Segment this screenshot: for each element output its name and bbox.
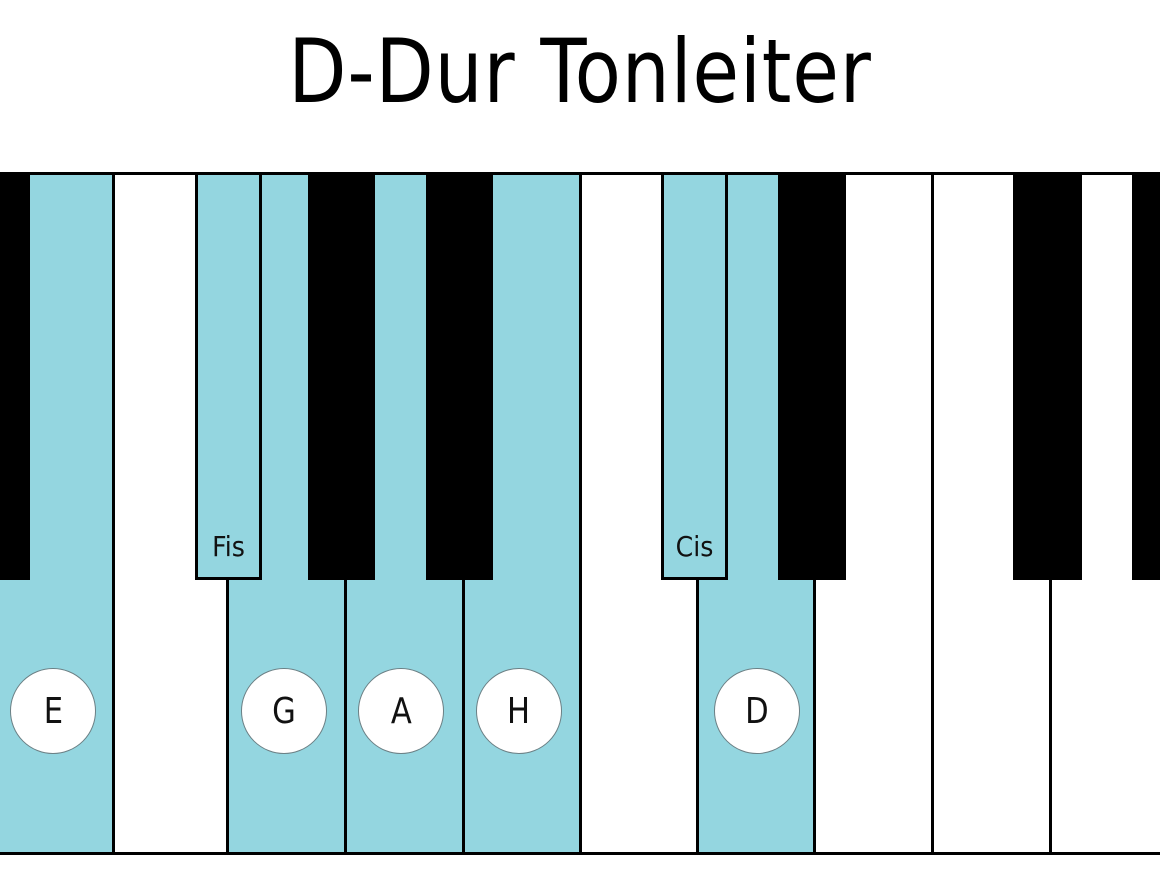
note-circle-d: D: [714, 668, 800, 754]
note-label: G: [272, 690, 296, 732]
black-key-fis[interactable]: Fis: [195, 172, 262, 580]
black-key-fis2[interactable]: [1013, 172, 1082, 580]
cis-label: Cis: [675, 530, 714, 563]
note-circle-e: E: [10, 668, 96, 754]
note-label: E: [43, 690, 63, 732]
black-key-dis2[interactable]: [778, 172, 846, 580]
piano-keyboard: Fis Cis E G A H D: [0, 172, 1160, 856]
note-circle-a: A: [358, 668, 444, 754]
black-key-gis2[interactable]: [1132, 172, 1160, 580]
black-key-gis[interactable]: [308, 172, 375, 580]
keyboard-top-border: [0, 172, 1160, 175]
note-label: H: [507, 690, 531, 732]
note-circle-g: G: [241, 668, 327, 754]
note-label: A: [390, 690, 412, 732]
keyboard-bottom-border: [0, 852, 1160, 855]
black-key-dis[interactable]: [0, 172, 30, 580]
fis-label: Fis: [212, 530, 245, 563]
black-key-cis[interactable]: Cis: [661, 172, 728, 580]
note-label: D: [745, 690, 769, 732]
black-key-ais[interactable]: [426, 172, 493, 580]
page-title: D-Dur Tonleiter: [288, 20, 872, 123]
note-circle-h: H: [476, 668, 562, 754]
